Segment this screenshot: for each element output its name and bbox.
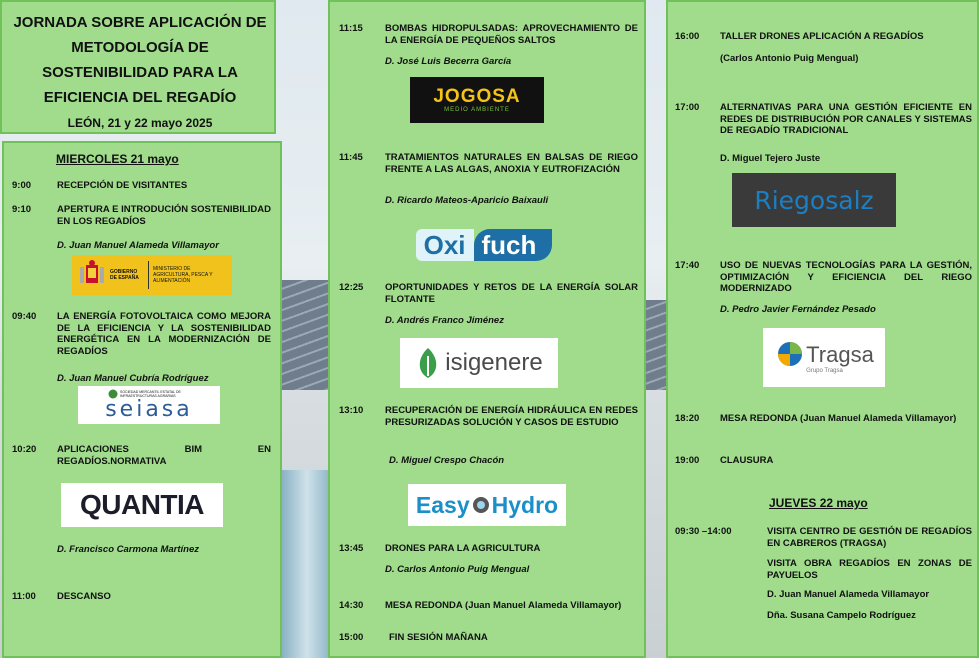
- session-title: MESA REDONDA (Juan Manuel Alameda Villam…: [720, 413, 957, 424]
- time-label: 13:10: [339, 405, 364, 416]
- tragsa-sub: Grupo Tragsa: [806, 367, 843, 374]
- oxifuch-part-b: fuch: [473, 229, 553, 261]
- easyhydro-logo: Easy Hydro: [408, 484, 566, 526]
- time-label: 17:00: [675, 102, 700, 113]
- session-title: ALTERNATIVAS PARA UNA GESTIÓN EFICIENTE …: [720, 102, 972, 136]
- thursday-heading: JUEVES 22 mayo: [769, 496, 868, 510]
- session-title: RECEPCIÓN DE VISITANTES: [57, 180, 188, 191]
- visit-title: VISITA OBRA REGADÍOS EN ZONAS DE PAYUELO…: [767, 558, 972, 581]
- oxifuch-part-a: Oxi: [415, 229, 474, 261]
- jogosa-sub: MEDIO AMBIENTE: [444, 107, 510, 113]
- time-label: 10:20: [12, 444, 37, 455]
- quantia-name: QUANTIA: [79, 489, 205, 520]
- session-title: OPORTUNIDADES Y RETOS DE LA ENERGÍA SOLA…: [385, 282, 638, 305]
- jogosa-logo: JOGOSA MEDIO AMBIENTE: [410, 77, 544, 123]
- seiasa-subtitle: SOCIEDAD MERCANTIL ESTATAL DE INFRAESTRU…: [120, 390, 181, 398]
- drop-icon: [472, 497, 489, 513]
- speaker-name: D. Miguel Crespo Chacón: [389, 455, 505, 466]
- time-label: 17:40: [675, 260, 700, 271]
- session-title: APERTURA E INTRODUCIÓN SOSTENIBILIDAD EN…: [57, 204, 271, 227]
- seiasa-name: seiasa: [105, 397, 193, 422]
- title-date: LEÓN, 21 y 22 mayo 2025: [67, 116, 213, 130]
- time-label: 09:40: [12, 311, 37, 322]
- coat-of-arms-icon: [80, 260, 104, 283]
- easyhydro-part-a: Easy: [415, 491, 470, 518]
- time-label: 11:45: [339, 152, 363, 163]
- riegosalz-name: Riegosalz: [754, 185, 874, 215]
- oxifuch-logo: Oxi fuch: [401, 226, 567, 264]
- session-title: TRATAMIENTOS NATURALES EN BALSAS DE RIEG…: [385, 152, 638, 175]
- isigenere-name: isigenere: [445, 349, 543, 376]
- session-title: USO DE NUEVAS TECNOLOGÍAS PARA LA GESTIÓ…: [720, 260, 972, 294]
- time-label: 12:25: [339, 282, 364, 293]
- speaker-name: D. Andrés Franco Jiménez: [385, 315, 504, 326]
- session-title: RECUPERACIÓN DE ENERGÍA HIDRÁULICA EN RE…: [385, 405, 638, 428]
- time-label: 13:45: [339, 543, 364, 554]
- wednesday-panel: MIERCOLES 21 mayo 9:00 RECEPCIÓN DE VISI…: [2, 141, 282, 658]
- globe-icon: [108, 389, 118, 399]
- title-line-1: JORNADA SOBRE APLICACIÓN DE: [13, 14, 267, 31]
- morning-panel: 11:15 BOMBAS HIDROPULSADAS: APROVECHAMIE…: [328, 0, 646, 658]
- pipe-background: [282, 470, 332, 658]
- person-name: Dña. Susana Campelo Rodríguez: [767, 610, 916, 621]
- time-label: 14:30: [339, 600, 364, 611]
- person-name: D. Juan Manuel Alameda Villamayor: [767, 589, 930, 600]
- title-line-3: SOSTENIBILIDAD PARA LA: [42, 64, 238, 81]
- session-title: DESCANSO: [57, 591, 111, 602]
- session-title: TALLER DRONES APLICACIÓN A REGADÍOS: [720, 31, 924, 42]
- speaker-name: D. Juan Manuel Cubría Rodríguez: [57, 373, 209, 384]
- title-panel: JORNADA SOBRE APLICACIÓN DE METODOLOGÍA …: [0, 0, 276, 134]
- speaker-name: D. Francisco Carmona Martínez: [57, 544, 200, 555]
- tragsa-logo: Tragsa Grupo Tragsa: [763, 328, 885, 387]
- visit-title: VISITA CENTRO DE GESTIÓN DE REGADÍOS EN …: [767, 526, 972, 549]
- speaker-name: D. Carlos Antonio Puig Mengual: [385, 564, 530, 575]
- wednesday-heading: MIERCOLES 21 mayo: [56, 152, 179, 166]
- session-title: DRONES PARA LA AGRICULTURA: [385, 543, 541, 554]
- speaker-name: D. José Luis Becerra García: [385, 56, 512, 67]
- gobierno-text: GOBIERNO DE ESPAÑA: [110, 269, 139, 281]
- title-line-4: EFICIENCIA DEL REGADÍO: [43, 89, 237, 106]
- time-label: 9:10: [12, 204, 32, 215]
- time-label: 11:15: [339, 23, 363, 34]
- time-label: 18:20: [675, 413, 700, 424]
- afternoon-panel: 16:00 TALLER DRONES APLICACIÓN A REGADÍO…: [666, 0, 979, 658]
- leaf-icon: [420, 348, 437, 378]
- time-label: 19:00: [675, 455, 700, 466]
- session-title: MESA REDONDA (Juan Manuel Alameda Villam…: [385, 600, 622, 611]
- time-label: 15:00: [339, 632, 364, 643]
- tragsa-name: Tragsa: [806, 341, 874, 367]
- jogosa-name: JOGOSA: [433, 86, 521, 107]
- session-title: CLAUSURA: [720, 455, 774, 466]
- quantia-logo: QUANTIA: [61, 483, 223, 527]
- speaker-name: (Carlos Antonio Puig Mengual): [720, 53, 859, 64]
- riegosalz-logo: Riegosalz: [732, 173, 896, 227]
- easyhydro-part-b: Hydro: [491, 491, 559, 518]
- title-line-2: METODOLOGÍA DE: [71, 39, 209, 56]
- gobierno-logo: GOBIERNO DE ESPAÑA MINISTERIO DE AGRICUL…: [72, 255, 232, 295]
- time-label: 16:00: [675, 31, 700, 42]
- time-label: 9:00: [12, 180, 32, 191]
- time-label: 11:00: [12, 591, 36, 602]
- session-title: FIN SESIÓN MAÑANA: [389, 632, 488, 643]
- seiasa-logo: SOCIEDAD MERCANTIL ESTATAL DE INFRAESTRU…: [78, 386, 220, 424]
- isigenere-logo: isigenere: [400, 338, 558, 388]
- ministerio-text: MINISTERIO DE AGRICULTURA, PESCA Y ALIME…: [153, 266, 213, 284]
- session-title: BOMBAS HIDROPULSADAS: APROVECHAMIENTO DE…: [385, 23, 638, 46]
- logo-divider: [148, 261, 149, 289]
- solar-panels-background-2: [645, 300, 670, 390]
- speaker-name: D. Juan Manuel Alameda Villamayor: [57, 240, 219, 251]
- speaker-name: D. Miguel Tejero Juste: [720, 153, 821, 164]
- speaker-name: D. Ricardo Mateos-Aparicio Baixauli: [385, 195, 549, 206]
- tragsa-mark-icon: [778, 341, 803, 366]
- speaker-name: D. Pedro Javier Fernández Pesado: [720, 304, 876, 315]
- time-label: 09:30 –14:00: [675, 526, 732, 537]
- session-title: APLICACIONES BIM EN REGADÍOS.NORMATIVA: [57, 444, 271, 467]
- session-title: LA ENERGÍA FOTOVOLTAICA COMO MEJORA DE L…: [57, 311, 271, 357]
